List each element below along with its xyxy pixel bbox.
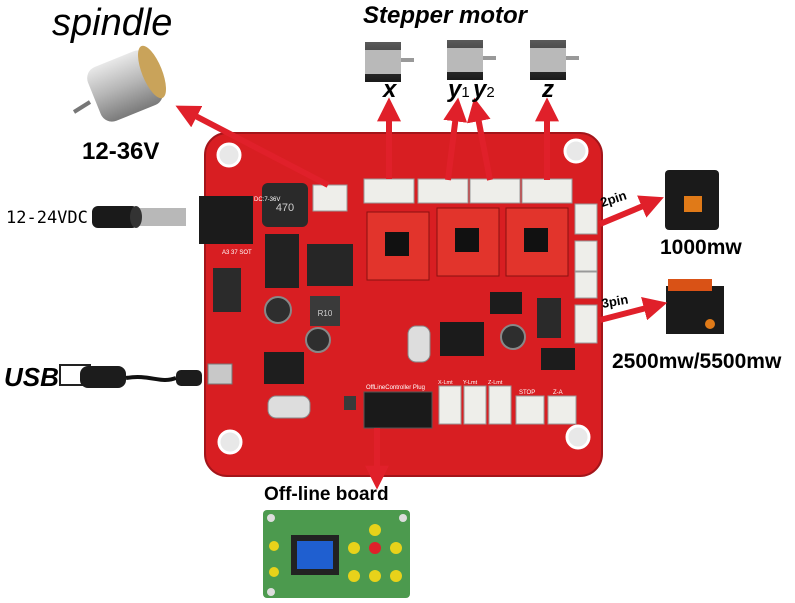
- spindle-connector: [312, 184, 348, 212]
- x-driver-module: [366, 211, 430, 281]
- spindle-label: spindle: [52, 2, 173, 44]
- laser-2pin-connector: [574, 203, 598, 235]
- y2-driver-module: [505, 207, 569, 277]
- x-limit-connector: [438, 385, 462, 425]
- inductor-r10: [310, 296, 340, 326]
- spindle-voltage-label: 12-36V: [82, 138, 160, 165]
- offline-board-image: [263, 510, 410, 598]
- reset-button: [344, 396, 356, 410]
- stepper-motor-title: Stepper motor: [363, 2, 528, 29]
- spindle-motor-image: [72, 45, 166, 122]
- arrow-2pin: [598, 195, 664, 227]
- mount-hole: [216, 142, 242, 168]
- regulator: [265, 234, 299, 288]
- z-stepper-connector: [521, 178, 573, 204]
- y-limit-connector: [463, 385, 487, 425]
- laser-1000mw-image: [665, 170, 719, 230]
- mount-hole: [563, 138, 589, 164]
- z-limit-connector: [488, 385, 512, 425]
- capacitor: [500, 324, 526, 350]
- arrow-spindle: [175, 105, 330, 188]
- arrow-y1: [443, 97, 468, 181]
- dc-plug-image: [92, 206, 186, 228]
- connection-arrows: [175, 97, 668, 490]
- power-input-label: 12-24VDC: [6, 208, 88, 228]
- pin-header: [541, 348, 575, 370]
- crystal-2: [267, 395, 311, 419]
- x-stepper-connector: [363, 178, 415, 204]
- mosfet: [307, 244, 353, 286]
- offline-board-label: Off-line board: [264, 484, 389, 505]
- x-stepper-motor-image: [365, 42, 414, 82]
- dc-power-jack: [199, 196, 253, 244]
- laser-1000mw-label: 1000mw: [660, 236, 742, 259]
- inductor2-silk: R10: [318, 309, 333, 318]
- laser-2500mw-image: [666, 279, 724, 334]
- capacitor: [305, 327, 331, 353]
- pin-header: [537, 298, 561, 338]
- inductor: [262, 183, 308, 227]
- usb-port: [207, 363, 233, 385]
- z-stepper-motor-image: [530, 40, 579, 80]
- axis-y2-label: y2: [473, 76, 495, 104]
- xlmt-silk: X-Lmt: [438, 380, 453, 386]
- arrow-3pin: [599, 296, 668, 323]
- mount-hole: [217, 429, 243, 455]
- crystal: [407, 325, 431, 363]
- y1-driver-module: [436, 207, 500, 277]
- axis-z-label: z: [542, 76, 554, 103]
- usb-label: USB: [4, 362, 59, 392]
- axis-y2-letter: y: [473, 76, 487, 103]
- microcontroller: [440, 322, 484, 356]
- y2-stepper-connector: [469, 178, 521, 204]
- plug-silk: OffLineController Plug: [366, 385, 425, 391]
- stop-connector: [515, 395, 545, 425]
- offline-controller-plug: [363, 391, 433, 429]
- usb-chip: [264, 352, 304, 384]
- laser-2500mw-label: 2500mw/5500mw: [612, 350, 782, 373]
- za-silk: Z-A: [553, 390, 563, 396]
- pin-header: [490, 292, 522, 314]
- dc-silk: DC:7-36V: [254, 197, 280, 203]
- axis-y1-letter: y: [448, 76, 462, 103]
- laser-connector-mid: [574, 240, 598, 272]
- ylmt-silk: Y-Lmt: [463, 380, 478, 386]
- reg-silk: A3 37 SOT: [222, 250, 252, 256]
- usb-cable-image: [59, 364, 202, 388]
- power-switch: [213, 268, 241, 312]
- y1-stepper-motor-image: [447, 40, 496, 80]
- capacitor: [264, 296, 292, 324]
- laser-3pin-connector: [574, 304, 598, 344]
- zlmt-silk: Z-Lmt: [488, 380, 503, 386]
- stop-silk: STOP: [519, 390, 535, 396]
- axis-y1-label: y1: [448, 76, 470, 104]
- inductor-silk: 470: [276, 202, 294, 214]
- axis-x-label: x: [383, 76, 397, 103]
- z-a-connector: [547, 395, 577, 425]
- mount-hole: [565, 424, 591, 450]
- y1-stepper-connector: [417, 178, 469, 204]
- axis-y2-subscript: 2: [486, 84, 495, 101]
- laser-connector-mid2: [574, 271, 598, 299]
- axis-y1-subscript: 1: [461, 84, 470, 101]
- controller-board: [199, 132, 603, 477]
- arrow-y2: [466, 97, 493, 181]
